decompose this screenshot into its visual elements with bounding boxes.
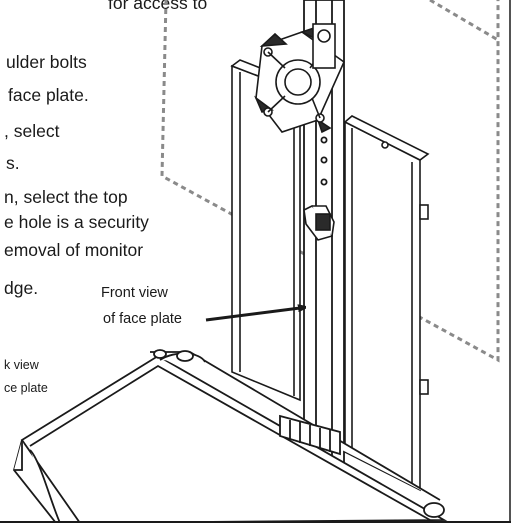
back-view-label-line-2: ce plate [4,381,48,395]
front-view-arrow [205,308,300,322]
monitor-outline-top-dashed [429,0,499,42]
instruction-line-8: emoval of monitor [4,240,144,260]
instruction-line-1: for access to [108,0,208,13]
instruction-line-3: face plate. [8,85,89,105]
back-view-label-line-1: k view [4,358,39,372]
instruction-line-6: n, select the top [4,187,128,207]
front-view-label-line-1: Front view [101,285,168,301]
instruction-line-2: ulder bolts [6,52,87,72]
monitor-outline-dashed [160,0,500,363]
instruction-line-7: e hole is a security [4,212,149,232]
instruction-line-4: , select [4,121,60,141]
keyboard-tray [13,349,448,523]
mast-clamp [303,205,335,241]
front-view-label-line-2: of face plate [103,311,182,327]
instruction-line-5: s. [6,153,20,173]
right-upright [343,115,430,492]
vesa-face-plate [254,23,345,134]
instruction-line-9: dge. [4,278,39,298]
